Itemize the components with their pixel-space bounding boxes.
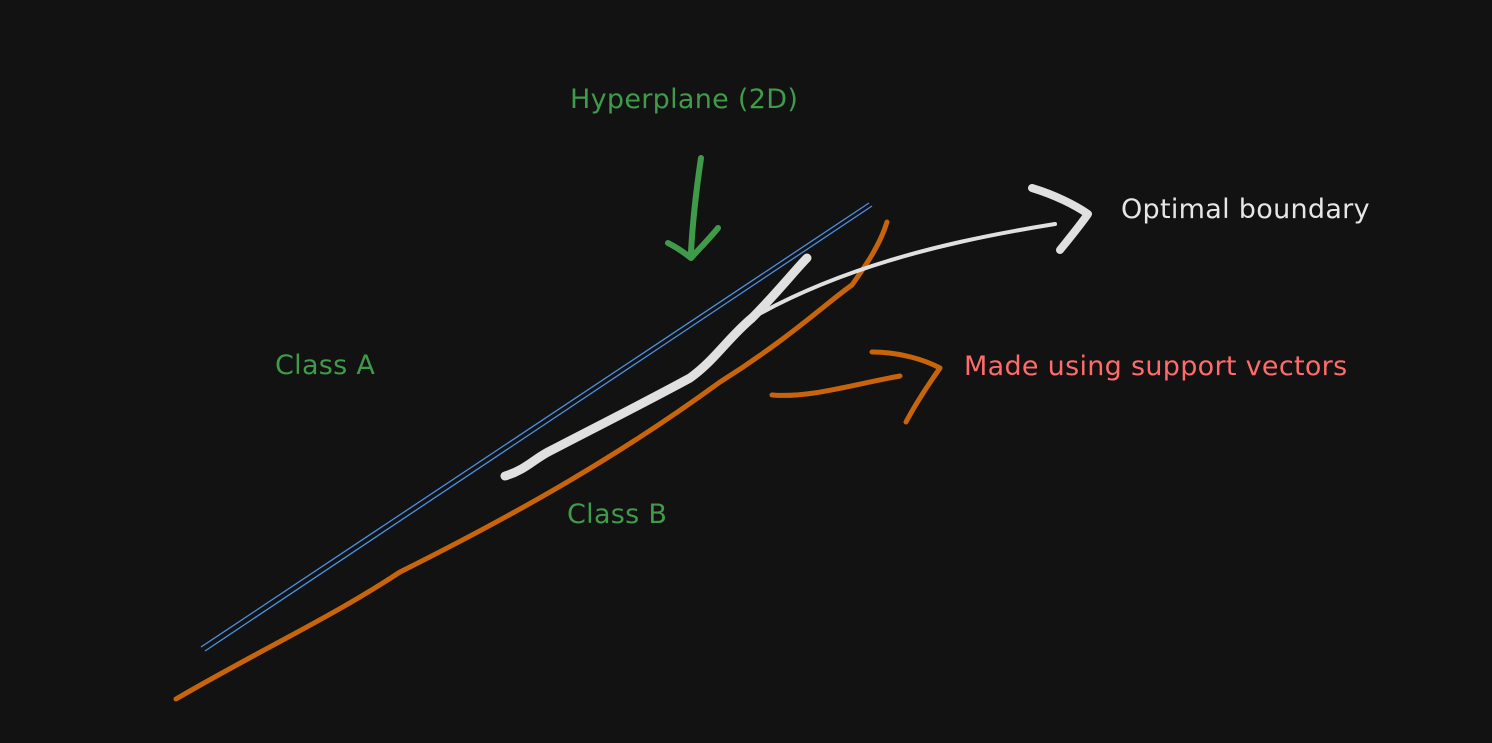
class-b-label: Class B — [567, 499, 668, 530]
optimal-boundary-label: Optimal boundary — [1121, 194, 1370, 225]
hyperplane-line — [200, 202, 873, 652]
hyperplane-title: Hyperplane (2D) — [570, 84, 799, 115]
optimal-boundary-line — [500, 253, 812, 481]
class-a-label: Class A — [275, 350, 376, 381]
hyperplane-arrow-icon — [665, 155, 721, 261]
support-vectors-label: Made using support vectors — [964, 351, 1348, 382]
support-vectors-arrow-icon — [769, 349, 943, 425]
support-vector-line — [173, 219, 890, 702]
optimal-boundary-arrow-icon — [750, 184, 1092, 320]
